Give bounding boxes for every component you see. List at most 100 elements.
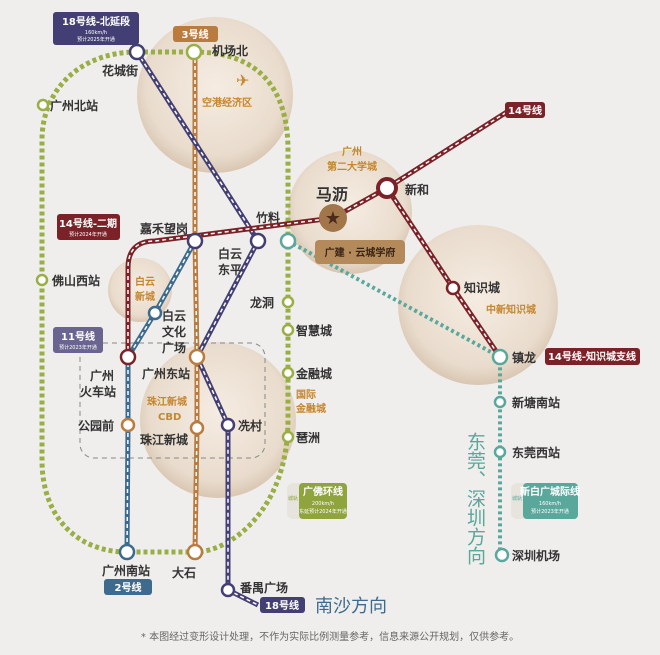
station-dongguanxi[interactable] [493, 445, 507, 459]
station-jichangbei[interactable] [185, 43, 203, 61]
station-zhuliao[interactable] [249, 232, 267, 250]
label-jinrongcheng: 金融城 [295, 366, 332, 381]
station-longdong[interactable] [281, 295, 295, 309]
station-guangzhounan[interactable] [118, 543, 136, 561]
station-jiahewanggang[interactable] [186, 232, 204, 250]
svg-text:预计2024年开通: 预计2024年开通 [69, 231, 107, 238]
area-cbd2: CBD [158, 412, 181, 423]
station-shenzhenjichang[interactable] [494, 547, 510, 563]
svg-text:预计2025年开通: 预计2025年开通 [77, 36, 115, 43]
area-airport: 空港经济区 [202, 96, 252, 109]
svg-text:预计2023年开通: 预计2023年开通 [59, 344, 97, 351]
station-huachengjie[interactable] [128, 43, 146, 61]
station-xintangnan[interactable] [493, 395, 507, 409]
label-mali: 马沥 [316, 185, 348, 204]
project-marker[interactable] [319, 204, 347, 232]
station-xinhe[interactable] [376, 177, 398, 199]
label-baiyunwenhua2: 文化 [162, 324, 186, 339]
label-guangzhounan: 广州南站 [102, 563, 150, 578]
badge-line18-north: 18号线-北延段 160km/h 预计2025年开通 [53, 12, 139, 45]
area-university1: 广州 [342, 145, 362, 158]
area-university2: 第二大学城 [327, 160, 377, 173]
station-jinrongcheng[interactable] [281, 366, 295, 380]
svg-text:160km/h: 160km/h [539, 501, 561, 507]
label-gzhcz1: 广州 [90, 368, 114, 383]
label-panyuguangchang: 番禺广场 [239, 580, 288, 595]
label-longdong: 龙洞 [250, 295, 274, 310]
label-jichangbei: 机场北 [212, 43, 248, 58]
label-gongyuanqian: 公园前 [78, 418, 114, 433]
label-zhujiangxincheng: 珠江新城 [140, 432, 188, 447]
svg-text:14号线-知识城支线: 14号线-知识城支线 [548, 350, 636, 363]
badge-line3: 3号线 [173, 26, 218, 42]
station-pazhou[interactable] [281, 430, 295, 444]
project-name: 广建 · 云城学府 [325, 246, 396, 259]
station-zhujiangxincheng[interactable] [189, 420, 205, 436]
station-guangzhouhuochezhan[interactable] [119, 348, 137, 366]
label-baiyunwenhua1: 白云 [162, 308, 186, 323]
badge-line14-branch: 14号线-知识城支线 [545, 348, 640, 365]
svg-text:14号线: 14号线 [508, 104, 542, 117]
station-ring-interchange[interactable] [279, 232, 297, 250]
line3 [192, 52, 200, 553]
area-baiyun2: 新城 [135, 290, 155, 303]
svg-text:18号线: 18号线 [265, 599, 299, 612]
station-xiancun[interactable] [220, 417, 236, 433]
label-zhihuicheng: 智慧城 [295, 323, 332, 338]
label-baiyunwenhua3: 广场 [162, 340, 186, 355]
svg-text:广佛环线: 广佛环线 [303, 485, 343, 498]
label-zhenlong: 镇龙 [512, 350, 536, 365]
label-xintangnan: 新塘南站 [512, 395, 560, 410]
footnote: * 本图经过变形设计处理，不作为实际比例测量参考，信息来源公开规划，仅供参考。 [141, 630, 519, 643]
label-foshanxi: 佛山西站 [51, 273, 100, 288]
area-finance1: 国际 [296, 389, 316, 401]
svg-text:3号线: 3号线 [182, 28, 209, 41]
station-baiyunwenhua[interactable] [147, 305, 163, 321]
svg-text:160km/h: 160km/h [85, 30, 107, 36]
svg-text:城轨: 城轨 [288, 495, 298, 502]
label-gzhcz2: 火车站 [80, 384, 116, 399]
station-foshanxi[interactable] [35, 273, 49, 287]
station-guangzhoudong[interactable] [188, 348, 206, 366]
svg-text:2号线: 2号线 [115, 581, 142, 594]
label-jiahewanggang: 嘉禾望岗 [139, 221, 188, 236]
label-dashi: 大石 [172, 565, 196, 580]
label-dongguanxi: 东莞西站 [512, 445, 560, 460]
badge-line18: 18号线 [260, 597, 305, 613]
airplane-icon: ✈ [236, 71, 249, 90]
area-finance2: 金融城 [295, 402, 326, 415]
svg-text:11号线: 11号线 [61, 330, 95, 343]
svg-text:东延预计2024年开通: 东延预计2024年开通 [299, 508, 347, 515]
airport-zone [137, 17, 293, 173]
badge-line14: 14号线 [505, 102, 545, 118]
label-guangzhoubei: 广州北站 [50, 98, 98, 113]
station-gongyuanqian[interactable] [120, 417, 136, 433]
badge-line2: 2号线 [104, 579, 152, 595]
station-guangzhoubei[interactable] [36, 98, 50, 112]
svg-text:14号线-二期: 14号线-二期 [59, 217, 117, 230]
label-huachengjie: 花城街 [102, 63, 138, 78]
label-guangzhoudong: 广州东站 [142, 366, 190, 381]
station-zhihuicheng[interactable] [281, 323, 295, 337]
project-badge[interactable] [315, 240, 405, 264]
label-xiancun: 冼村 [238, 418, 262, 433]
station-zhishicheng[interactable] [445, 280, 461, 296]
cbd-zone [140, 342, 296, 498]
station-zhenlong[interactable] [491, 348, 509, 366]
direction-dongguan: 东莞、深圳方向 [464, 432, 486, 565]
label-pazhou: 琶洲 [296, 431, 320, 445]
svg-text:新白广城际线: 新白广城际线 [520, 485, 580, 498]
star-icon: ★ [325, 208, 341, 229]
station-dashi[interactable] [186, 543, 204, 561]
svg-text:城轨: 城轨 [512, 495, 522, 502]
area-cbd1: 珠江新城 [147, 395, 187, 408]
label-baiyundongping1: 白云 [218, 246, 242, 261]
svg-text:200km/h: 200km/h [312, 501, 334, 507]
svg-text:预计2023年开通: 预计2023年开通 [531, 508, 569, 515]
station-panyuguangchang[interactable] [220, 582, 236, 598]
